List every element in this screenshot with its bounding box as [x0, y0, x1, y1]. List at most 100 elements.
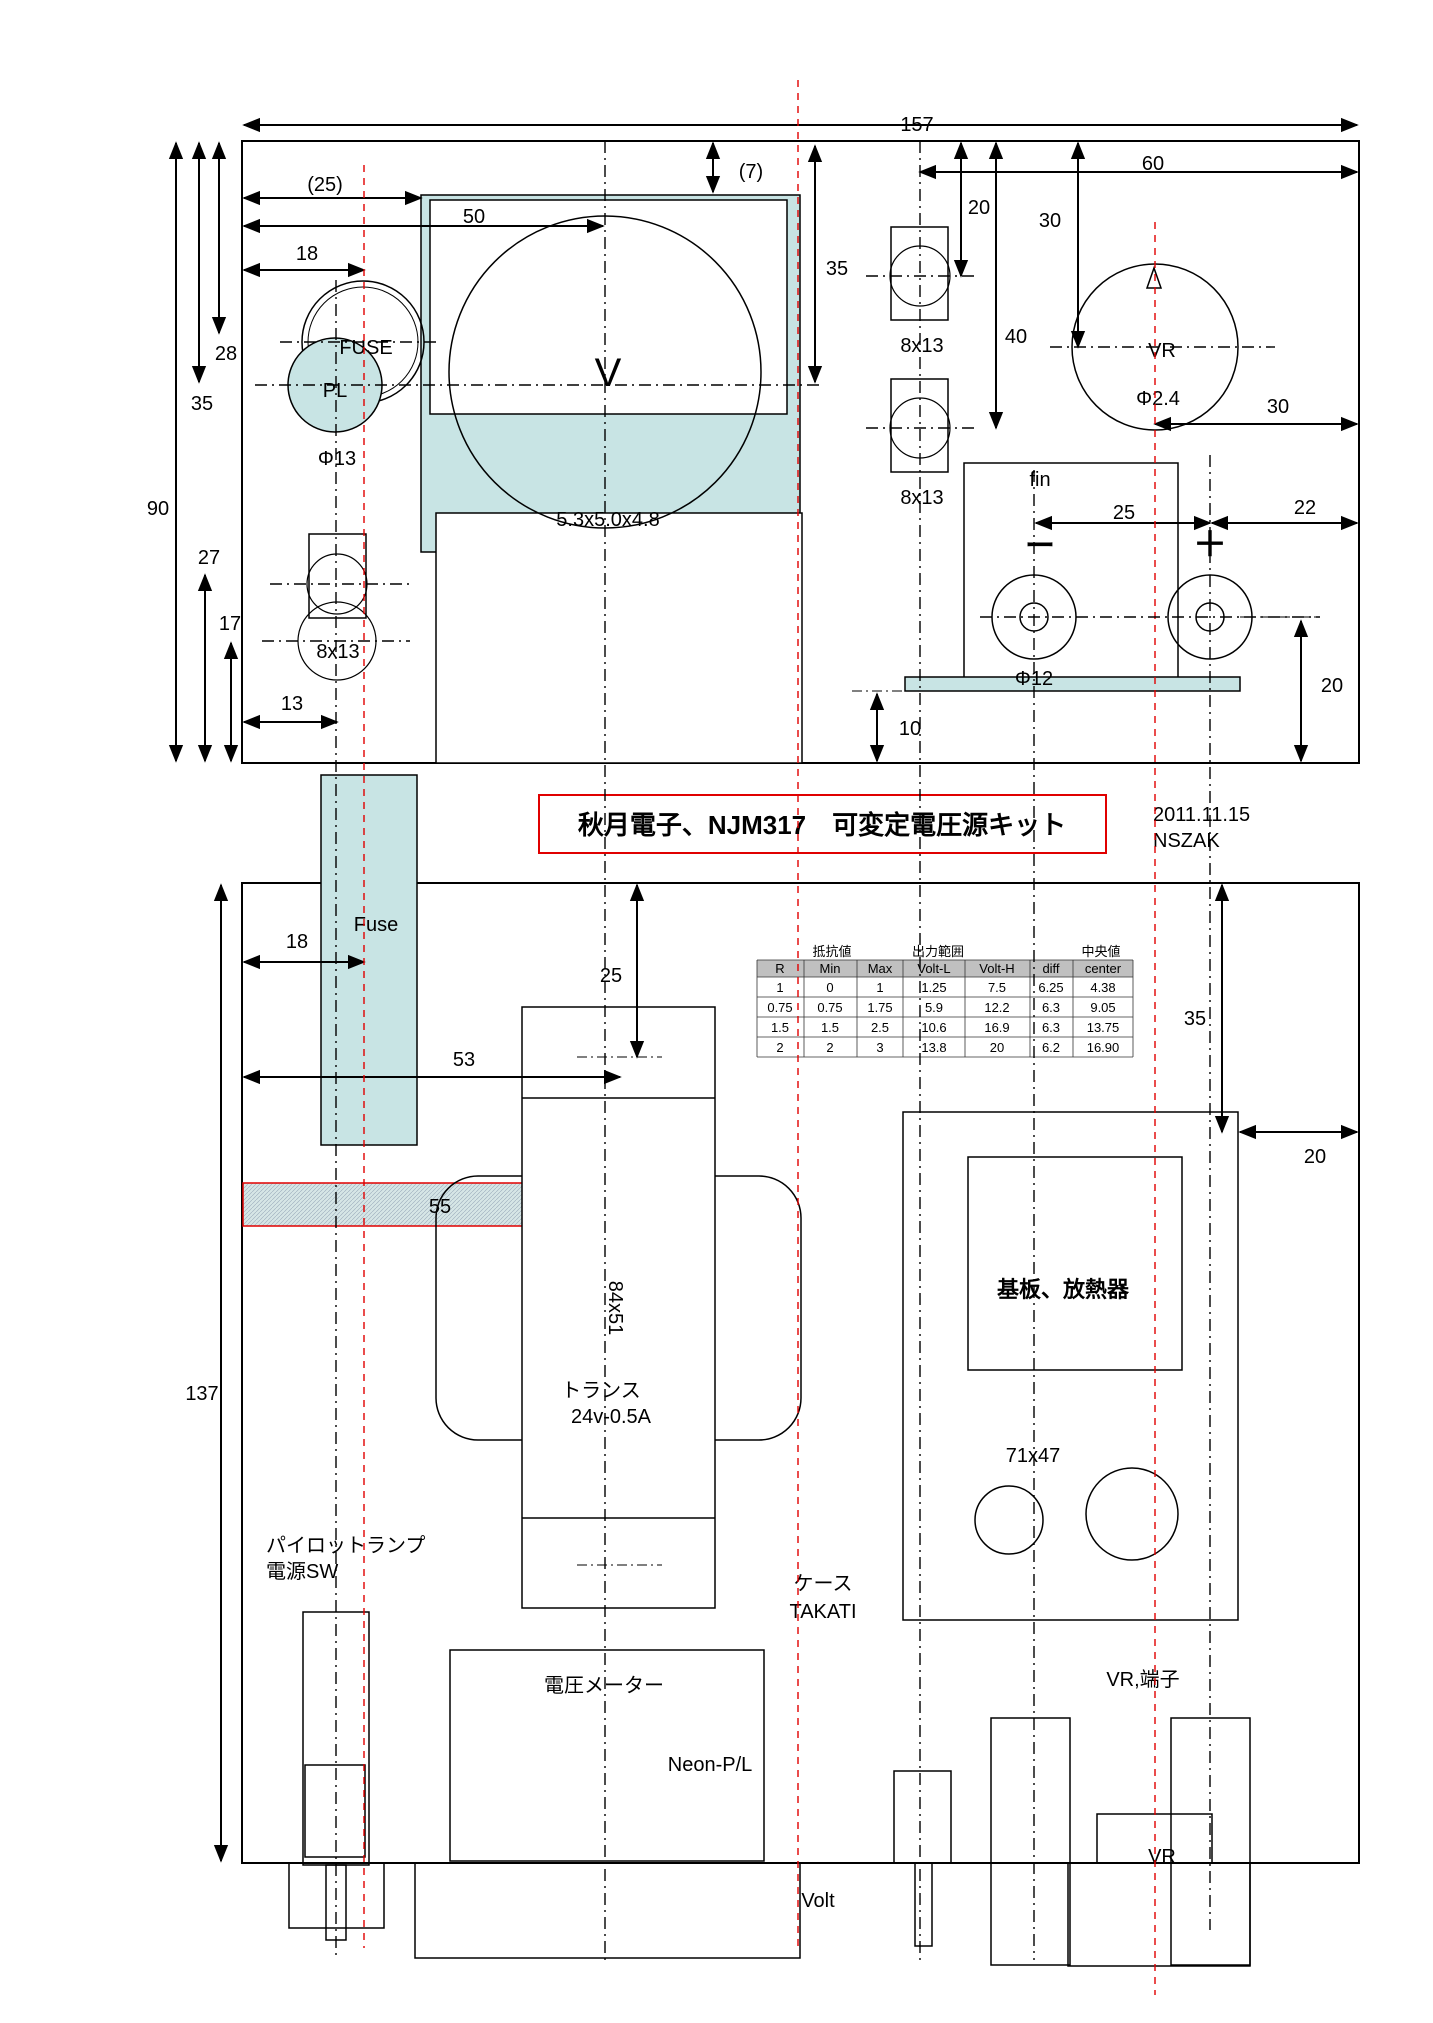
table-cell: 0: [826, 980, 833, 995]
dim-front-h17: 17: [219, 613, 241, 635]
table-group-2: 出力範囲: [912, 944, 964, 959]
table-header-cell: R: [775, 961, 784, 976]
dim-front-y40: 40: [1005, 326, 1027, 348]
table-header-cell: Volt-H: [979, 961, 1014, 976]
vr-phi-label: Φ2.4: [1136, 388, 1180, 410]
fin-base: [904, 676, 1241, 692]
table-header-cell: Min: [820, 961, 841, 976]
dim-front-y7: (7): [739, 161, 763, 183]
table-cell: 4.38: [1090, 980, 1115, 995]
pilot-switch-inner: [304, 1764, 366, 1858]
meter-face: [429, 199, 788, 415]
dim-front-x25: (25): [307, 174, 343, 196]
vr-terminal-label: VR,端子: [1106, 1668, 1179, 1691]
transformer-label-2: 24v-0.5A: [571, 1406, 652, 1428]
table-cell: 7.5: [988, 980, 1006, 995]
table-cell: 3: [876, 1040, 883, 1055]
dim-front-x25b: 25: [1113, 502, 1135, 524]
switch-top1-size: 8x13: [900, 335, 943, 357]
center-lines: [255, 80, 1320, 1995]
dim-front-width: 157: [900, 114, 933, 136]
front-dimensions: [168, 117, 1359, 763]
terminal-right-body: [1170, 1717, 1251, 1966]
board-label: 基板、放熱器: [997, 1277, 1130, 1302]
table-row: 0.75 0.75 1.75 5.9 12.2 6.3 9.05: [767, 1000, 1115, 1015]
table-cell: 6.25: [1038, 980, 1063, 995]
table-cell: 10.6: [921, 1020, 946, 1035]
inner-dimensions: [213, 883, 1359, 1863]
table-header-cell: center: [1085, 961, 1122, 976]
switch-top2-size: 8x13: [900, 487, 943, 509]
fin-outline: [963, 462, 1179, 679]
transformer-size: 84x51: [604, 1281, 626, 1336]
table-cell: 5.9: [925, 1000, 943, 1015]
table-grid: [756, 959, 1134, 1058]
table-header-cell: Volt-L: [917, 961, 950, 976]
neon-label: Neon-P/L: [668, 1754, 753, 1776]
transformer-body: [521, 1006, 716, 1609]
pl-label: PL: [323, 380, 347, 402]
table-group-1: 抵抗値: [812, 944, 851, 959]
table-group-3: 中央値: [1081, 944, 1120, 959]
minus-sign: ー: [1025, 530, 1055, 563]
board-outline: [902, 1111, 1239, 1621]
inner-vr-label: VR: [1148, 1846, 1176, 1868]
table-cell: 2.5: [871, 1020, 889, 1035]
case-label-2: TAKATI: [789, 1601, 856, 1623]
meter-v-label: V: [595, 351, 622, 395]
board-size: 71x47: [1006, 1445, 1061, 1467]
table-header-cell: Max: [868, 961, 893, 976]
table-row: 2 2 3 13.8 20 6.2 16.90: [776, 1040, 1119, 1055]
table-cell: 16.90: [1087, 1040, 1120, 1055]
transformer-label-1: トランス: [561, 1380, 641, 1402]
vr-shaft-housing: [1067, 1862, 1251, 1967]
fuse-label: FUSE: [339, 337, 392, 359]
meter-body: [435, 512, 803, 764]
inner-fuse-label: Fuse: [354, 914, 398, 936]
dim-front-y30: 30: [1039, 210, 1061, 232]
dim-front-y10: 10: [899, 718, 921, 740]
case-label-1: ケース: [794, 1573, 853, 1595]
table-cell: 16.9: [984, 1020, 1009, 1035]
table-cell: 6.2: [1042, 1040, 1060, 1055]
voltmeter-body: [449, 1649, 765, 1862]
title-box: [538, 794, 1107, 854]
dim-front-x22: 22: [1294, 497, 1316, 519]
vr-label: VR: [1148, 340, 1176, 362]
heatsink-area: [967, 1156, 1183, 1371]
table-cell: 1: [776, 980, 783, 995]
table-cell: 9.05: [1090, 1000, 1115, 1015]
pilot-label-2: 電源SW: [266, 1560, 338, 1583]
inner-x55-label: 55: [429, 1196, 451, 1218]
voltmeter-front: [414, 1862, 801, 1959]
phi13-label: Φ13: [318, 448, 356, 470]
resistor-table: 抵抗値 出力範囲 中央値 R Min Max Volt-L Volt-H dif…: [756, 940, 1134, 1058]
table-cell: 0.75: [767, 1000, 792, 1015]
table-cell: 2: [826, 1040, 833, 1055]
author-label: NSZAK: [1153, 830, 1220, 852]
fin-label: fin: [1029, 469, 1050, 491]
pilot-switch-outer: [288, 1862, 385, 1929]
table-bg: [757, 940, 1133, 1057]
dim-inner-y25: 25: [600, 965, 622, 987]
front-panel: V 5.3x5.0x4.8 FUSE PL Φ13 8x13 8x13 8x13…: [147, 114, 1360, 764]
switch-left-size: 8x13: [316, 641, 359, 663]
dim-front-y35: 35: [826, 258, 848, 280]
table-cell: 13.75: [1087, 1020, 1120, 1035]
table-cell: 6.3: [1042, 1000, 1060, 1015]
title-text: 秋月電子、NJM317 可変定電圧源キット: [578, 810, 1066, 840]
vr-pointer-icon: [1145, 265, 1163, 289]
voltmeter-label: 電圧メーター: [544, 1674, 664, 1697]
volt-label: Volt: [801, 1890, 835, 1912]
table-header-cell: diff: [1042, 961, 1059, 976]
dim-inner-x18: 18: [286, 931, 308, 953]
dim-front-x60: 60: [1142, 153, 1164, 175]
pilot-label-1: パイロットランプ: [266, 1535, 425, 1557]
table-cell: 12.2: [984, 1000, 1009, 1015]
dim-front-x13: 13: [281, 693, 303, 715]
dim-front-y20: 20: [968, 197, 990, 219]
table-header-bg: [757, 960, 1133, 977]
table-cell: 1.25: [921, 980, 946, 995]
table-cell: 6.3: [1042, 1020, 1060, 1035]
